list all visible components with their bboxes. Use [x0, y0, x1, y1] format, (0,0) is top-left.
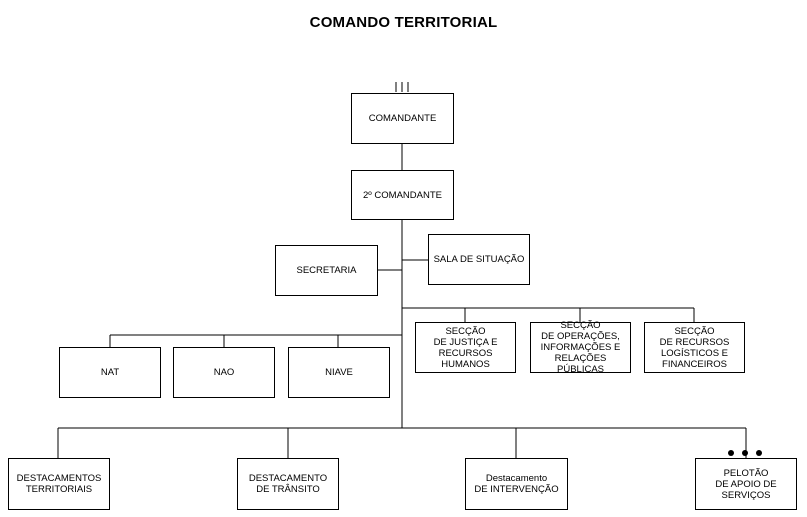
insignia-dot — [742, 450, 748, 456]
node-segundo-comandante: 2º COMANDANTE — [351, 170, 454, 220]
node-nat: NAT — [59, 347, 161, 398]
node-seccao-justica: SECÇÃO DE JUSTIÇA E RECURSOS HUMANOS — [415, 322, 516, 373]
node-destacamento-transito: DESTACAMENTO DE TRÂNSITO — [237, 458, 339, 510]
node-destacamentos-territoriais: DESTACAMENTOS TERRITORIAIS — [8, 458, 110, 510]
node-destacamento-intervencao: Destacamento DE INTERVENÇÃO — [465, 458, 568, 510]
node-nao: NAO — [173, 347, 275, 398]
insignia-dot — [728, 450, 734, 456]
node-pelotao-apoio: PELOTÃO DE APOIO DE SERVIÇOS — [695, 458, 797, 510]
node-secretaria: SECRETARIA — [275, 245, 378, 296]
chart-title: COMANDO TERRITORIAL — [309, 14, 498, 31]
insignia-dot — [756, 450, 762, 456]
node-seccao-recursos: SECÇÃO DE RECURSOS LOGÍSTICOS E FINANCEI… — [644, 322, 745, 373]
node-sala-situacao: SALA DE SITUAÇÃO — [428, 234, 530, 285]
node-seccao-operacoes: SECÇÃO DE OPERAÇÕES, INFORMAÇÕES E RELAÇ… — [530, 320, 631, 375]
node-niave: NIAVE — [288, 347, 390, 398]
node-comandante: COMANDANTE — [351, 93, 454, 144]
